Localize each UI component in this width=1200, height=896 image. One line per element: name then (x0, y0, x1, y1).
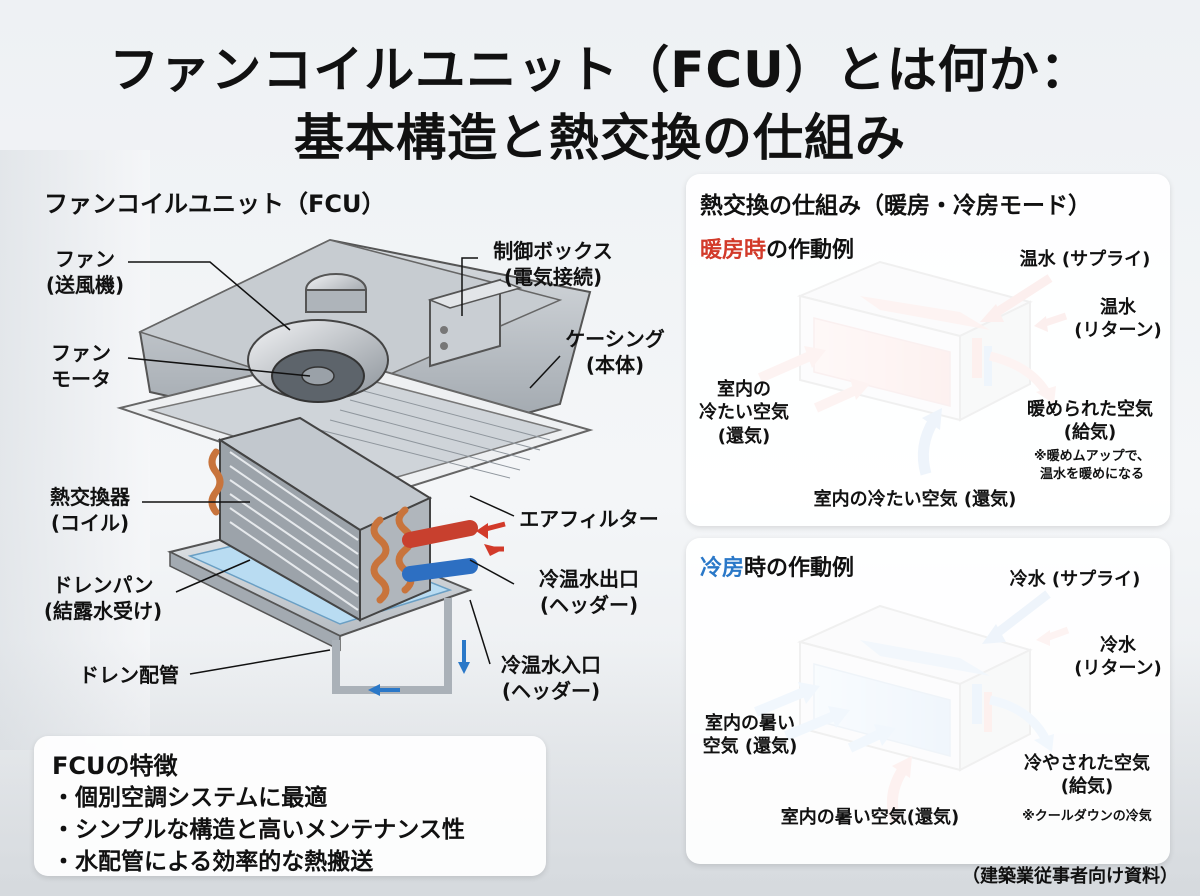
heating-panel (686, 174, 1170, 526)
heating-room-air-label: 室内の 冷たい空気 (還気) (699, 379, 789, 447)
leader-lines (127, 257, 561, 675)
fcu-heading: ファンコイルユニット（FCU） (44, 190, 386, 218)
label-drain-pipe: ドレン配管 (79, 663, 179, 687)
heating-return-label: 温水 (リターン) (1074, 297, 1162, 342)
control-box (427, 278, 523, 368)
heating-supply-label: 温水 (サプライ) (1019, 249, 1151, 270)
page-title-line1: ファンコイルユニット（FCU）とは何か： (109, 41, 1091, 99)
cooling-cooled-air-label: 冷やされた空気 (給気) (1024, 753, 1150, 798)
cooling-supply-label: 冷水 (サプライ) (1009, 569, 1141, 590)
label-outlet: 冷温水出口 (ヘッダー) (539, 567, 639, 617)
label-fan: ファン (送風機) (45, 247, 125, 297)
heating-mode-title: 暖房時の作動例 (700, 238, 855, 263)
label-inlet: 冷温水入口 (ヘッダー) (501, 653, 601, 703)
flow-arrows-main (368, 521, 506, 696)
cooling-mode-title: 冷房時の作動例 (700, 556, 855, 581)
feature-item: ・水配管による効率的な熱搬送 (52, 849, 374, 875)
cooling-note: ※クールダウンの冷気 (1022, 809, 1152, 824)
label-drain-pan: ドレンパン (結露水受け) (43, 573, 163, 623)
cooling-bottom-air-label: 室内の暑い空気(還気) (780, 807, 960, 828)
heat-exchange-title: 熱交換の仕組み（暖房・冷房モード） (700, 193, 1091, 219)
heating-bottom-air-label: 室内の冷たい空気 (還気) (813, 489, 1017, 510)
heating-note: ※暖めムアップで、 温水を暖めになる (1033, 449, 1151, 482)
page-title-line2: 基本構造と熱交換の仕組み (294, 109, 906, 167)
label-fan-motor: ファン モータ (51, 341, 111, 391)
fan-blower (247, 273, 389, 403)
cooling-room-air-label: 室内の暑い 空気 (還気) (702, 713, 798, 758)
label-casing: ケーシング (本体) (565, 327, 665, 377)
footer-note: （建築業従事者向け資料） (962, 866, 1178, 887)
features-title: FCUの特徴 (52, 752, 178, 780)
label-control-box: 制御ボックス (電気接続) (493, 239, 613, 289)
label-heat-exchanger: 熱交換器 (コイル) (50, 485, 130, 535)
features-box: FCUの特徴 ・個別空調システムに最適 ・シンプルな構造と高いメンテナンス性 ・… (34, 736, 546, 876)
cooling-return-label: 冷水 (リターン) (1074, 635, 1162, 680)
feature-item: ・個別空調システムに最適 (52, 785, 328, 811)
feature-item: ・シンプルな構造と高いメンテナンス性 (52, 817, 465, 843)
heating-warmed-air-label: 暖められた空気 (給気) (1027, 399, 1153, 444)
cooling-panel (686, 538, 1170, 864)
label-air-filter: エアフィルター (519, 507, 659, 531)
